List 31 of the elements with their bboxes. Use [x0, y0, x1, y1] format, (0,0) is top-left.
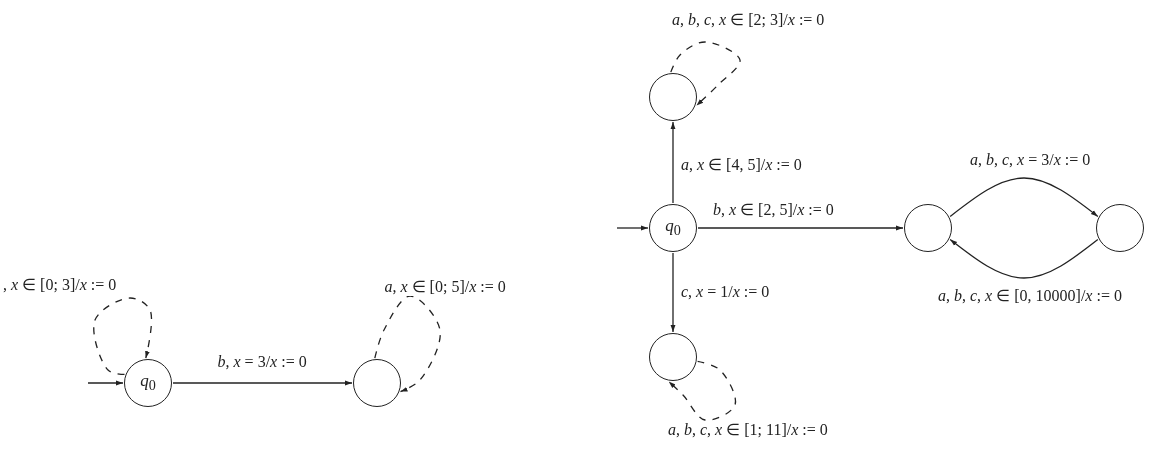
edge-label: a, b, c, x = 3/x := 0: [969, 151, 1092, 169]
transition-arrow: [949, 238, 1099, 279]
state-circle: [353, 359, 401, 407]
state-circle: [649, 333, 697, 381]
edge-label: , x ∈ [0; 3]/x := 0: [2, 276, 118, 294]
edge-label: a, x ∈ [0; 5]/x := 0: [383, 278, 507, 296]
edge-label: a, b, c, x ∈ [1; 11]/x := 0: [667, 421, 829, 439]
edge-label: b, x = 3/x := 0: [216, 353, 308, 371]
edge-label: b, x ∈ [2, 5]/x := 0: [712, 201, 835, 219]
transition-arrow: [616, 225, 649, 231]
transition-arrow: [87, 380, 124, 386]
state-circle: [124, 359, 172, 407]
self-loop-arrow: [668, 360, 737, 421]
edge-label: a, x ∈ [4, 5]/x := 0: [680, 156, 803, 174]
state-circle: [1096, 204, 1144, 252]
edge-label: a, b, c, x ∈ [2; 3]/x := 0: [671, 11, 826, 29]
state-circle: [649, 204, 697, 252]
transition-arrow: [670, 252, 676, 333]
state-circle: [649, 73, 697, 121]
transition-arrow: [670, 121, 676, 204]
edge-label: a, b, c, x ∈ [0, 10000]/x := 0: [937, 287, 1123, 305]
edge-label: c, x = 1/x := 0: [680, 283, 771, 301]
transition-arrow: [172, 380, 353, 386]
state-circle: [904, 204, 952, 252]
self-loop-arrow: [93, 297, 153, 376]
state-label: q$_{0}$: [140, 371, 156, 395]
transition-arrow: [697, 225, 904, 231]
self-loop-arrow: [374, 295, 441, 393]
state-label: q$_{0}$: [665, 216, 681, 240]
transition-arrow: [949, 177, 1099, 218]
self-loop-arrow: [670, 41, 741, 107]
